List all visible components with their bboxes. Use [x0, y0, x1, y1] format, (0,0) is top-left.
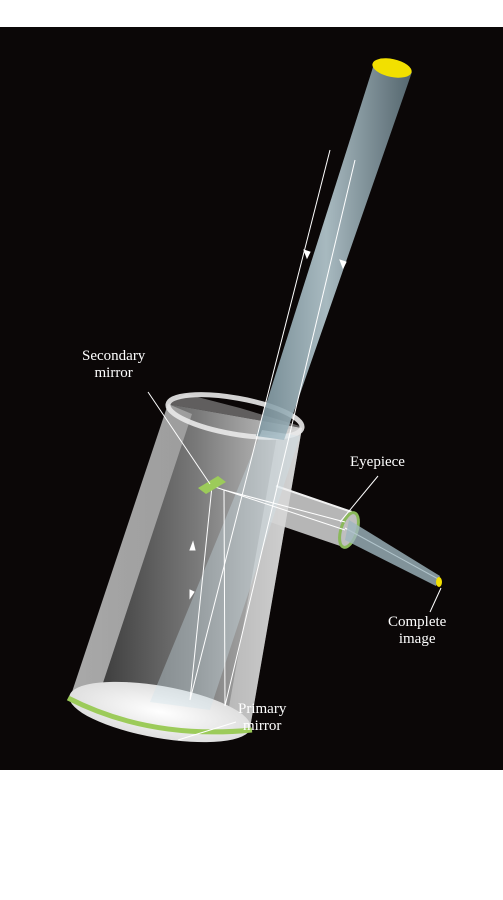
label-primary-mirror: Primary mirror: [238, 701, 287, 734]
star-source: [372, 58, 412, 78]
exit-beam: [345, 520, 442, 587]
label-eyepiece: Eyepiece: [350, 454, 405, 470]
label-secondary-mirror: Secondary mirror: [82, 348, 146, 381]
image-point: [436, 577, 442, 587]
primary-mirror-shape: [66, 681, 253, 743]
label-complete-image: Complete image: [388, 614, 447, 647]
leader-lines: [147, 391, 442, 741]
secondary-mirror-shape: [198, 476, 226, 494]
